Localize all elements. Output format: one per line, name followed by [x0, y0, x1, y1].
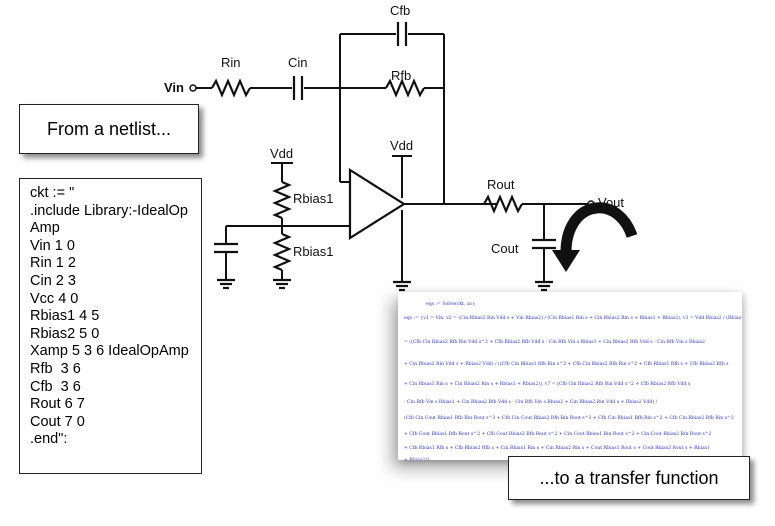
transfer-callout: ...to a transfer function — [508, 456, 750, 500]
cin-label: Cin — [288, 55, 308, 70]
transfer-function-line: eqs := Solve(ckt, ac): — [426, 302, 476, 307]
cout-capacitor — [532, 238, 556, 250]
rfb-resistor — [385, 78, 425, 98]
netlist-callout-text: From a netlist... — [46, 118, 172, 139]
transfer-function-line: + Rbias2)} — [404, 458, 430, 460]
netlist-line: ckt := " — [30, 185, 75, 201]
transfer-function-line: + Cfb Rbias1 Rfb s + Cfb Rbias2 Rfb s + … — [404, 446, 710, 451]
cin-capacitor — [292, 76, 304, 100]
cout-label: Cout — [491, 241, 519, 256]
op-amp — [348, 168, 407, 240]
transfer-function-line: + Cfb Cout Rbias1 Rfb Rout s^2 + Cfb Cou… — [404, 432, 712, 437]
vout-label: Vout — [598, 195, 624, 210]
bias-capacitor — [214, 242, 238, 254]
netlist-line: Cout 7 0 — [30, 413, 85, 430]
netlist-line: .end": — [30, 431, 68, 448]
transfer-function-line: (Cfb Cin Cout Rbias1 Rfb Rin Rout s^3 + … — [404, 416, 734, 421]
vdd-bias-label: Vdd — [270, 146, 293, 161]
ground-symbol-amp — [393, 280, 411, 292]
cfb-capacitor — [396, 22, 408, 46]
ground-symbol-bias — [273, 278, 291, 290]
netlist-line: Rfb 3 6 — [30, 360, 81, 377]
netlist-line: Rbias1 4 5 — [30, 308, 100, 325]
netlist-line: Cin 2 3 — [30, 272, 76, 289]
netlist-line: Cfb 3 6 — [30, 378, 81, 395]
ground-symbol-cap — [217, 278, 235, 290]
rbias1-bottom-resistor — [272, 232, 292, 272]
rin-resistor — [211, 78, 251, 98]
rbias1-bottom-label: Rbias1 — [293, 244, 333, 259]
netlist-callout: From a netlist... — [19, 104, 199, 154]
rin-label: Rin — [221, 55, 241, 70]
rbias1-top-resistor — [272, 180, 292, 220]
cfb-label: Cfb — [390, 3, 410, 18]
vin-label: Vin — [164, 80, 184, 95]
transfer-callout-text: ...to a transfer function — [539, 467, 719, 488]
netlist-line: .include Library:-IdealOpAmp — [30, 202, 188, 237]
transfer-function-line: - Cin Rfb Vin s Rbias1 + Cin Rbias2 Rfb … — [404, 400, 658, 405]
netlist-line: Vin 1 0 — [30, 237, 75, 254]
transfer-function-panel: eqs := Solve(ckt, ac): eqs := {v1 = Vin, … — [398, 292, 742, 460]
vin-terminal — [189, 84, 197, 92]
transfer-function-line: eqs := {v1 = Vin, v2 = (Cin Rbias2 Rin V… — [404, 316, 742, 321]
rout-label: Rout — [487, 177, 515, 192]
netlist-line: Vcc 4 0 — [30, 290, 79, 307]
transfer-function-line: + Cin Rbias2 Rin Vdd s + Rbias2 Vdd) / (… — [404, 362, 729, 367]
netlist-line: Rbias2 5 0 — [30, 325, 100, 342]
netlist-line: Rin 1 2 — [30, 255, 76, 272]
rbias1-top-label: Rbias1 — [293, 191, 333, 206]
vdd-amp-label: Vdd — [390, 138, 413, 153]
netlist-line: Rout 6 7 — [30, 396, 85, 413]
netlist-line: Xamp 5 3 6 IdealOpAmp — [30, 343, 189, 360]
transfer-function-line: + Cin Rbias1 Rin s + Cin Rbias2 Rin s + … — [404, 382, 691, 387]
rfb-label: Rfb — [391, 68, 411, 83]
rout-resistor — [483, 194, 523, 214]
vout-terminal — [587, 200, 595, 208]
transfer-function-line: = ((Cfb Cin Rbias2 Rfb Rin Vdd s^2 + Cfb… — [404, 340, 705, 345]
ground-symbol-cout — [535, 280, 553, 292]
